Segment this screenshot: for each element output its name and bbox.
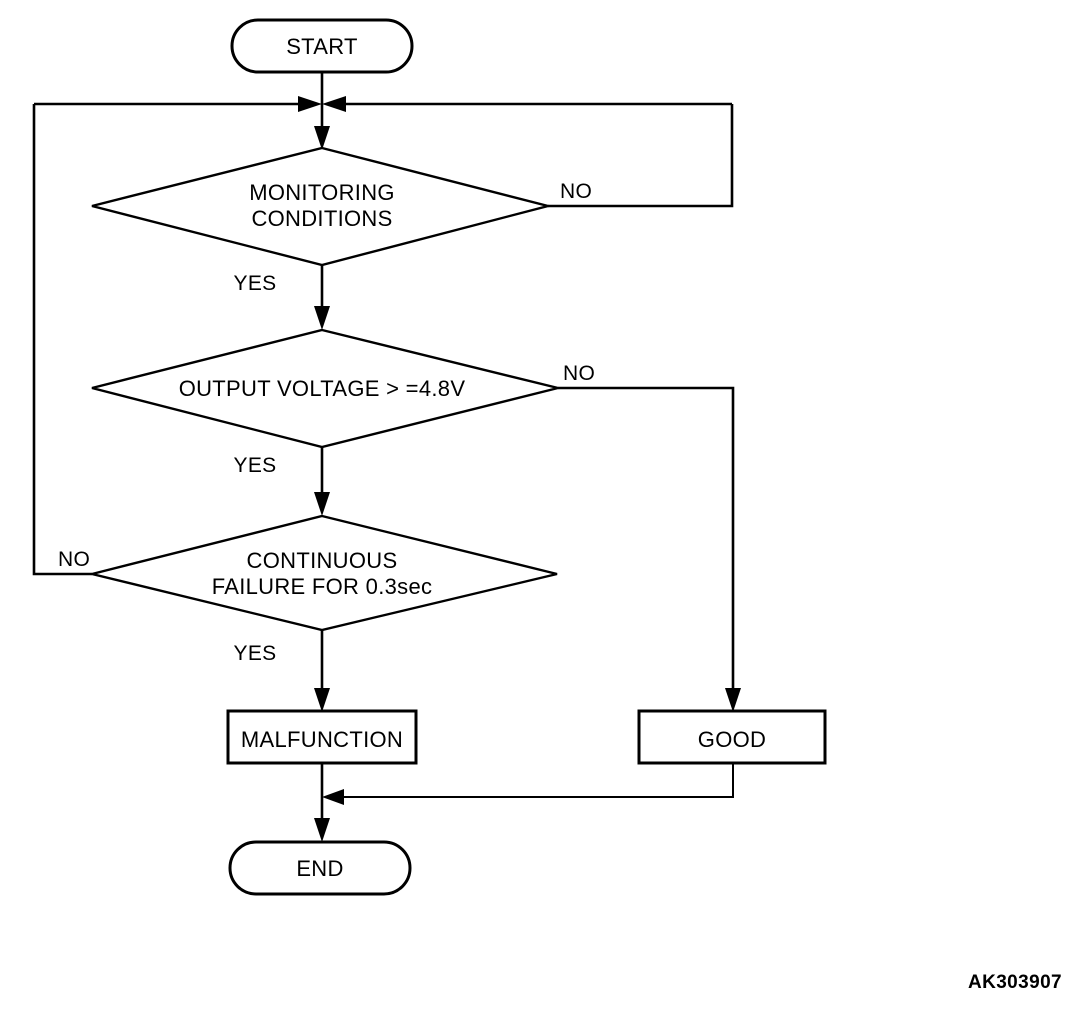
node-output-voltage: OUTPUT VOLTAGE > =4.8V (91, 328, 559, 449)
arrowhead-right-loop-into-junction (322, 96, 346, 112)
node-start: START (230, 18, 414, 74)
edge-monitoring-no (548, 104, 734, 208)
end-label: END (296, 856, 343, 881)
good-label: GOOD (698, 727, 766, 752)
node-malfunction: MALFUNCTION (226, 709, 418, 765)
arrowhead-into-malfunction (314, 688, 330, 712)
edge-good-to-end (340, 763, 734, 798)
continuous-label-line2: FAILURE FOR 0.3sec (212, 574, 433, 599)
branch-label-continuous-yes: YES (234, 642, 277, 665)
reference-code-label: AK303907 (967, 972, 1062, 993)
arrowhead-into-end (314, 818, 330, 842)
monitoring-label-line1: MONITORING (249, 180, 395, 205)
continuous-decision-shape (91, 514, 558, 632)
node-good: GOOD (637, 709, 827, 765)
malfunction-shape (226, 709, 418, 765)
continuous-label-line1: CONTINUOUS (247, 548, 398, 573)
branch-label-voltage-yes: YES (234, 454, 277, 477)
start-label: START (286, 34, 358, 59)
node-continuous-failure: CONTINUOUS FAILURE FOR 0.3sec (91, 514, 558, 632)
malfunction-label: MALFUNCTION (241, 727, 403, 752)
branch-label-monitoring-yes: YES (234, 272, 277, 295)
arrowhead-into-good (725, 688, 741, 712)
arrowhead-left-loop-into-junction (298, 96, 322, 112)
end-shape (228, 840, 412, 896)
arrowhead-into-voltage (314, 306, 330, 330)
monitoring-label-line2: CONDITIONS (251, 206, 392, 231)
voltage-label-line1: OUTPUT VOLTAGE > =4.8V (179, 376, 466, 401)
arrowhead-good-join (322, 789, 344, 805)
arrowhead-into-monitoring (314, 126, 330, 150)
node-end: END (228, 840, 412, 896)
edge-continuous-no (32, 104, 92, 576)
branch-label-voltage-no: NO (563, 362, 595, 385)
arrowhead-into-continuous (314, 492, 330, 516)
branch-label-monitoring-no: NO (560, 180, 592, 203)
branch-label-continuous-no: NO (58, 548, 90, 571)
node-monitoring-conditions: MONITORING CONDITIONS (91, 146, 553, 267)
edge-voltage-no (558, 386, 735, 700)
good-shape (637, 709, 827, 765)
